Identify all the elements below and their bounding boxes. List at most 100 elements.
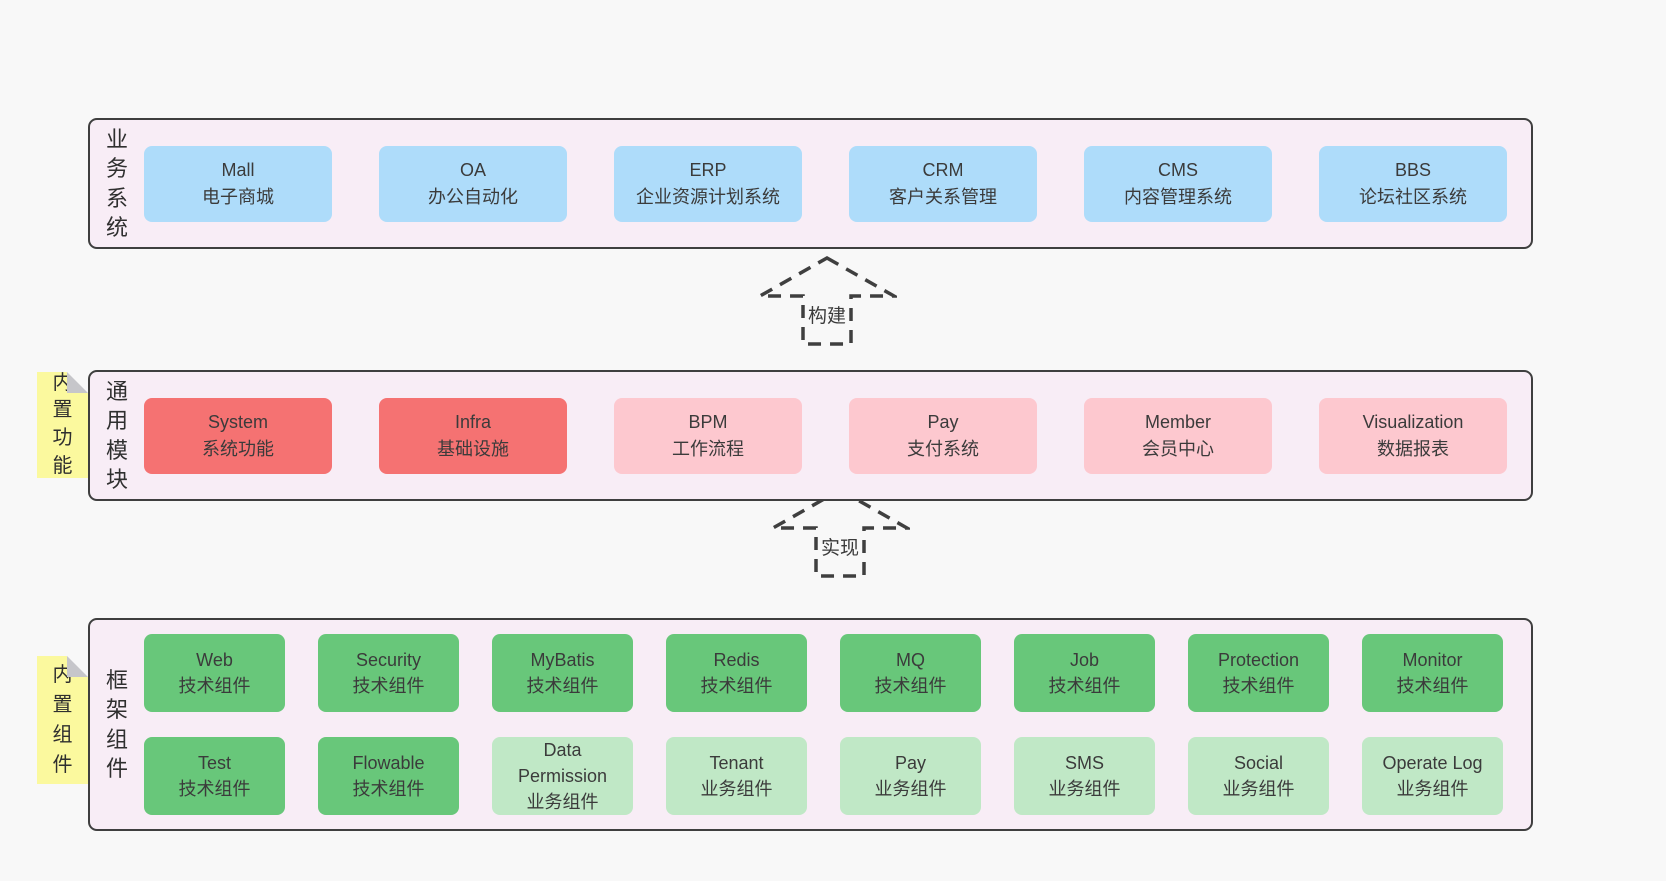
framework-box-flowable: Flowable 技术组件 — [318, 737, 459, 815]
sticky-tag-built-in-features: 内置功能 — [37, 372, 88, 478]
module-box-bpm: BPM 工作流程 — [614, 397, 802, 474]
module-box-pay: Pay 支付系统 — [849, 397, 1037, 474]
box-en: Redis — [713, 649, 760, 670]
framework-box-job: Job 技术组件 — [1014, 634, 1155, 712]
box-zh: 技术组件 — [1048, 676, 1121, 696]
box-zh: 业务组件 — [526, 792, 599, 813]
box-en: MyBatis — [530, 649, 595, 670]
section-label-text: 框架组件 — [105, 668, 128, 781]
business-box-crm: CRM 客户关系管理 — [849, 145, 1037, 222]
box-zh: 客户关系管理 — [889, 186, 997, 207]
box-en: BBS — [1394, 159, 1432, 180]
framework-box-operate-log: Operate Log 业务组件 — [1362, 737, 1503, 815]
box-zh: 技术组件 — [1396, 676, 1469, 696]
framework-box-sms: SMS 业务组件 — [1014, 737, 1155, 815]
box-zh: 技术组件 — [178, 676, 251, 696]
framework-box-mybatis: MyBatis 技术组件 — [492, 634, 633, 712]
box-en: Infra — [454, 411, 492, 432]
box-zh: 企业资源计划系统 — [636, 186, 780, 207]
box-en: Pay — [894, 752, 927, 773]
framework-box-tenant: Tenant 业务组件 — [666, 737, 807, 815]
box-en: System — [207, 411, 268, 432]
panel-business-systems: 业务系统 Mall 电子商城 OA 办公自动化 ERP 企业资源计划系统 CRM… — [88, 118, 1533, 249]
box-en: CMS — [1158, 159, 1198, 180]
business-box-oa: OA 办公自动化 — [379, 145, 567, 222]
box-zh: 论坛社区系统 — [1359, 186, 1467, 207]
folded-corner-icon — [67, 372, 88, 393]
box-zh: 技术组件 — [352, 779, 425, 799]
box-zh: 业务组件 — [1222, 779, 1295, 799]
framework-box-test: Test 技术组件 — [144, 737, 285, 815]
module-box-system: System 系统功能 — [144, 397, 332, 474]
box-en: Member — [1144, 411, 1211, 432]
box-zh: 办公自动化 — [428, 186, 518, 207]
sticky-tag-built-in-components: 内置组件 — [37, 656, 88, 784]
box-en: Social — [1233, 752, 1284, 773]
box-en: Security — [355, 649, 422, 670]
business-box-erp: ERP 企业资源计划系统 — [614, 145, 802, 222]
sticky-tag-text: 内置组件 — [52, 664, 73, 776]
box-zh: 会员中心 — [1142, 438, 1214, 459]
box-en: OA — [459, 159, 486, 180]
box-zh: 系统功能 — [202, 438, 274, 459]
folded-corner-icon — [67, 656, 88, 677]
box-zh: 工作流程 — [672, 438, 744, 459]
box-en: Visualization — [1362, 411, 1464, 432]
module-box-member: Member 会员中心 — [1084, 397, 1272, 474]
box-en: Flowable — [352, 752, 425, 773]
framework-box-security: Security 技术组件 — [318, 634, 459, 712]
framework-box-pay: Pay 业务组件 — [840, 737, 981, 815]
box-en: Pay — [927, 411, 959, 432]
box-zh: 技术组件 — [352, 676, 425, 696]
framework-row-2: Test 技术组件 Flowable 技术组件 Data Permission … — [144, 737, 1515, 815]
box-zh: 技术组件 — [178, 779, 251, 799]
business-boxes-row: Mall 电子商城 OA 办公自动化 ERP 企业资源计划系统 CRM 客户关系… — [144, 120, 1531, 247]
box-zh: 内容管理系统 — [1124, 186, 1232, 207]
business-box-cms: CMS 内容管理系统 — [1084, 145, 1272, 222]
box-zh: 技术组件 — [1222, 676, 1295, 696]
module-boxes-row: System 系统功能 Infra 基础设施 BPM 工作流程 Pay 支付系统… — [144, 372, 1531, 499]
arrow-build-label: 构建 — [804, 301, 850, 328]
box-zh: 业务组件 — [874, 779, 947, 799]
box-en: Web — [196, 649, 233, 670]
box-en: Job — [1069, 649, 1100, 670]
box-zh: 业务组件 — [700, 779, 773, 799]
framework-box-data-permission: Data Permission 业务组件 — [492, 737, 633, 815]
module-box-visualization: Visualization 数据报表 — [1319, 397, 1507, 474]
box-en: Test — [197, 752, 231, 773]
box-zh: 业务组件 — [1048, 779, 1121, 799]
box-en: Tenant — [709, 752, 764, 773]
box-en: CRM — [922, 159, 964, 180]
arrow-build: 构建 — [757, 255, 897, 347]
box-zh: 技术组件 — [526, 676, 599, 696]
box-zh: 数据报表 — [1377, 438, 1449, 459]
framework-box-monitor: Monitor 技术组件 — [1362, 634, 1503, 712]
box-en: Mall — [221, 159, 255, 180]
section-label-common-modules: 通用模块 — [90, 372, 144, 499]
arrow-implement-label: 实现 — [817, 533, 863, 560]
arrow-implement: 实现 — [770, 487, 910, 579]
framework-box-redis: Redis 技术组件 — [666, 634, 807, 712]
box-zh: 技术组件 — [700, 676, 773, 696]
box-zh: 技术组件 — [874, 676, 947, 696]
box-en: SMS — [1064, 752, 1104, 773]
box-en: BPM — [688, 411, 728, 432]
framework-box-social: Social 业务组件 — [1188, 737, 1329, 815]
box-en: Operate Log — [1382, 752, 1483, 773]
box-zh: 支付系统 — [907, 438, 979, 459]
business-box-mall: Mall 电子商城 — [144, 145, 332, 222]
box-zh: 业务组件 — [1396, 779, 1469, 799]
panel-framework-components: 框架组件 Web 技术组件 Security 技术组件 MyBatis 技术组件… — [88, 618, 1533, 831]
section-label-text: 通用模块 — [105, 379, 128, 492]
framework-row-1: Web 技术组件 Security 技术组件 MyBatis 技术组件 Redi… — [144, 634, 1515, 712]
framework-boxes-grid: Web 技术组件 Security 技术组件 MyBatis 技术组件 Redi… — [144, 620, 1531, 829]
panel-common-modules: 通用模块 System 系统功能 Infra 基础设施 BPM 工作流程 Pay… — [88, 370, 1533, 501]
framework-box-protection: Protection 技术组件 — [1188, 634, 1329, 712]
box-en: Protection — [1217, 649, 1300, 670]
box-en: Data Permission — [517, 739, 608, 786]
section-label-text: 业务系统 — [105, 127, 128, 240]
business-box-bbs: BBS 论坛社区系统 — [1319, 145, 1507, 222]
box-en: MQ — [896, 649, 925, 670]
framework-box-web: Web 技术组件 — [144, 634, 285, 712]
section-label-business-systems: 业务系统 — [90, 120, 144, 247]
